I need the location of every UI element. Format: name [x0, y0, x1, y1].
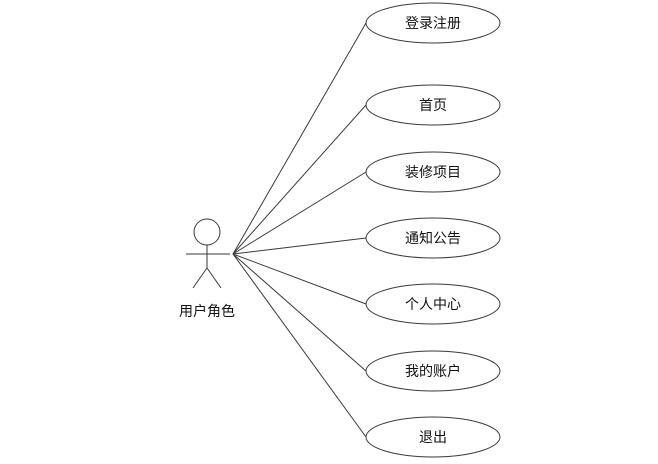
connector-login-register [232, 22, 367, 255]
use-case-home[interactable]: 首页 [365, 84, 501, 126]
use-case-my-account[interactable]: 我的账户 [365, 350, 501, 392]
use-case-ellipse [365, 151, 501, 193]
use-case-ellipse [365, 416, 501, 458]
actor-head [193, 218, 221, 246]
use-case-logout[interactable]: 退出 [365, 416, 501, 458]
use-case-personal-center[interactable]: 个人中心 [365, 283, 501, 325]
use-case-label: 装修项目 [405, 165, 461, 181]
actor-right-leg [206, 267, 222, 289]
actor-left-leg [192, 267, 208, 289]
use-case-renovation-projects[interactable]: 装修项目 [365, 151, 501, 193]
connector-renovation-projects [232, 171, 367, 255]
connector-personal-center [232, 253, 367, 305]
use-case-ellipse [365, 350, 501, 392]
use-case-label: 个人中心 [405, 297, 461, 313]
use-case-announcements[interactable]: 通知公告 [365, 217, 501, 259]
connector-announcements [232, 237, 367, 255]
use-case-ellipse [365, 217, 501, 259]
use-case-label: 通知公告 [405, 230, 461, 247]
use-case-label: 退出 [419, 430, 447, 446]
use-case-ellipse [365, 283, 501, 325]
use-case-label: 首页 [419, 98, 447, 114]
connector-logout [232, 253, 367, 438]
use-case-label: 我的账户 [405, 363, 461, 380]
connector-home [232, 104, 367, 255]
connector-my-account [232, 253, 367, 372]
use-case-ellipse [365, 2, 501, 44]
use-case-login-register[interactable]: 登录注册 [365, 2, 501, 44]
connectors [232, 22, 367, 438]
actor-label: 用户角色 [179, 303, 235, 320]
actor: 用户角色 [179, 218, 235, 320]
use-case-ellipse [365, 84, 501, 126]
use-case-label: 登录注册 [405, 16, 461, 32]
